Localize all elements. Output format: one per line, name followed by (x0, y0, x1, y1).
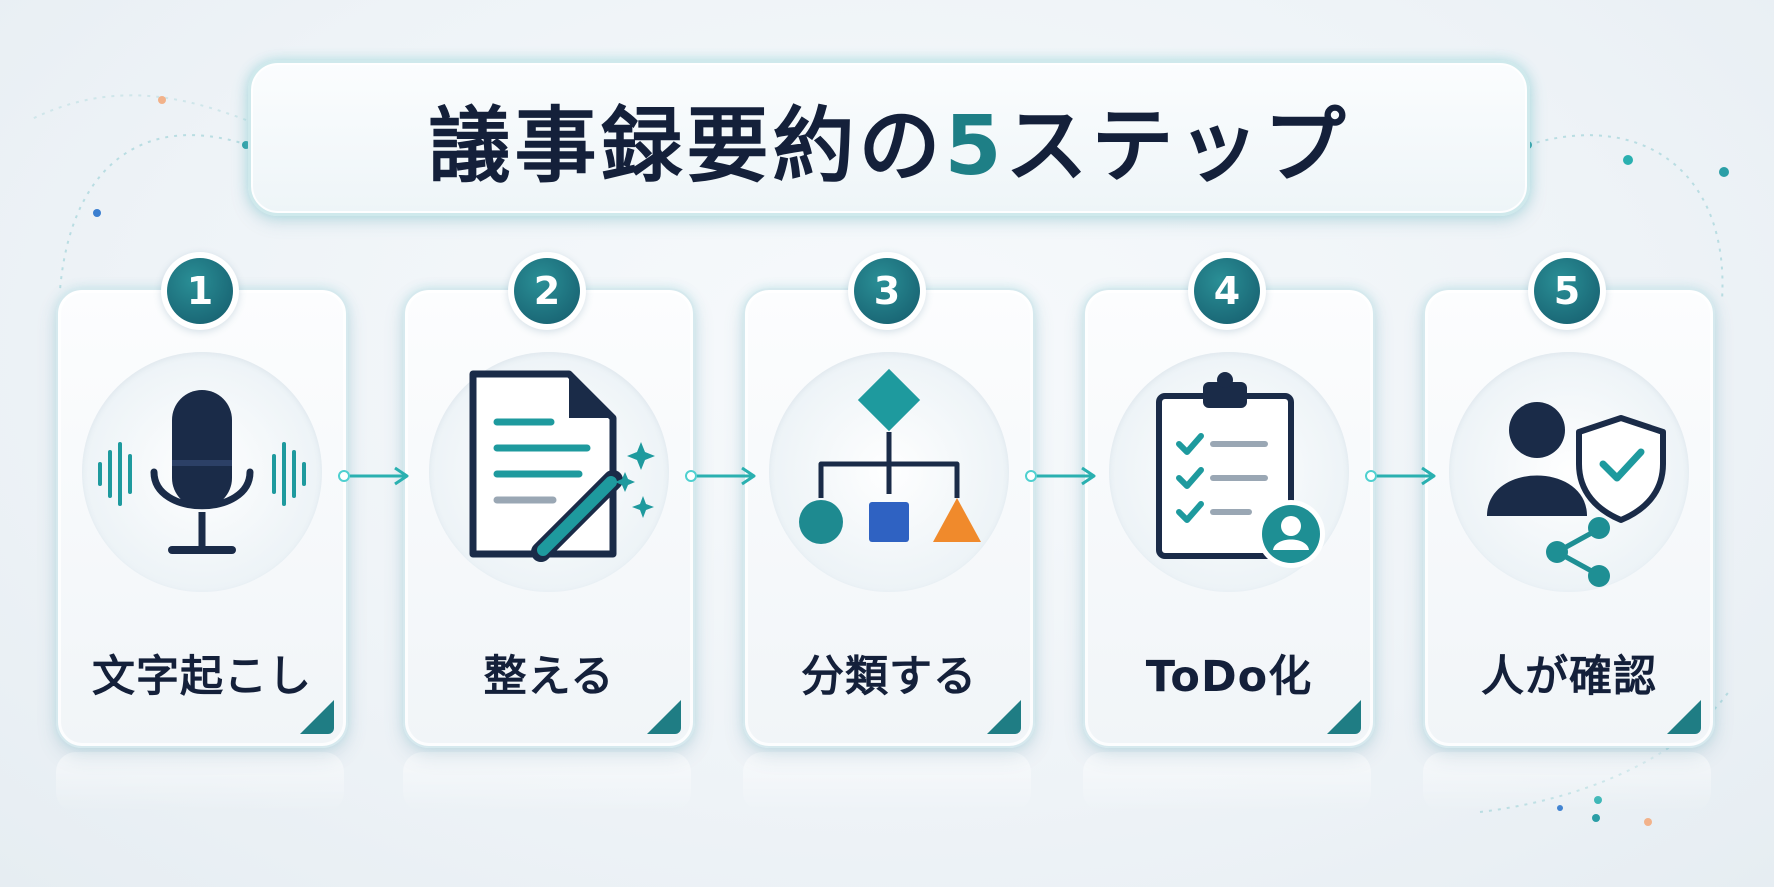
step-label: 整える (483, 652, 615, 702)
title-number: 5 (944, 98, 1006, 194)
checklist-icon (1156, 372, 1325, 568)
corner-accent (647, 700, 681, 734)
title-prefix: 議事録要約の (428, 98, 945, 194)
step-card-1: 文字起こし (56, 288, 348, 748)
user-shield-icon (1487, 402, 1666, 587)
step-card-3: 分類する (743, 288, 1035, 748)
corner-accent (1327, 700, 1361, 734)
title-banner: 議事録要約の5ステップ (248, 60, 1530, 216)
card-reflection (1423, 752, 1711, 812)
step-label: 文字起こし (92, 652, 312, 702)
step-card-4: ToDo化 (1083, 288, 1375, 748)
step-badge-3: 3 (848, 252, 926, 330)
card-reflection (403, 752, 691, 812)
step-badge-1: 1 (161, 252, 239, 330)
step-label: 人が確認 (1481, 652, 1657, 702)
card-reflection (743, 752, 1031, 812)
title-suffix: ステップ (1005, 98, 1350, 194)
step-number: 1 (167, 258, 233, 324)
arrow-connector (338, 466, 409, 486)
arrow-connector (1025, 466, 1096, 486)
hierarchy-icon (799, 368, 981, 544)
step-badge-2: 2 (508, 252, 586, 330)
step-number: 5 (1534, 258, 1600, 324)
step-number: 4 (1194, 258, 1260, 324)
corner-accent (987, 700, 1021, 734)
corner-accent (300, 700, 334, 734)
step-badge-5: 5 (1528, 252, 1606, 330)
card-reflection (56, 752, 344, 812)
card-reflection (1083, 752, 1371, 812)
arrow-connector (685, 466, 756, 486)
step-card-2: 整える (403, 288, 695, 748)
step-label: 分類する (801, 652, 977, 702)
corner-accent (1667, 700, 1701, 734)
step-label: ToDo化 (1145, 652, 1313, 702)
arrow-connector (1365, 466, 1436, 486)
document-edit-icon (469, 370, 655, 562)
step-number: 2 (514, 258, 580, 324)
page-title: 議事録要約の5ステップ (428, 79, 1349, 198)
microphone-icon (98, 390, 306, 554)
step-badge-4: 4 (1188, 252, 1266, 330)
step-number: 3 (854, 258, 920, 324)
step-card-5: 人が確認 (1423, 288, 1715, 748)
